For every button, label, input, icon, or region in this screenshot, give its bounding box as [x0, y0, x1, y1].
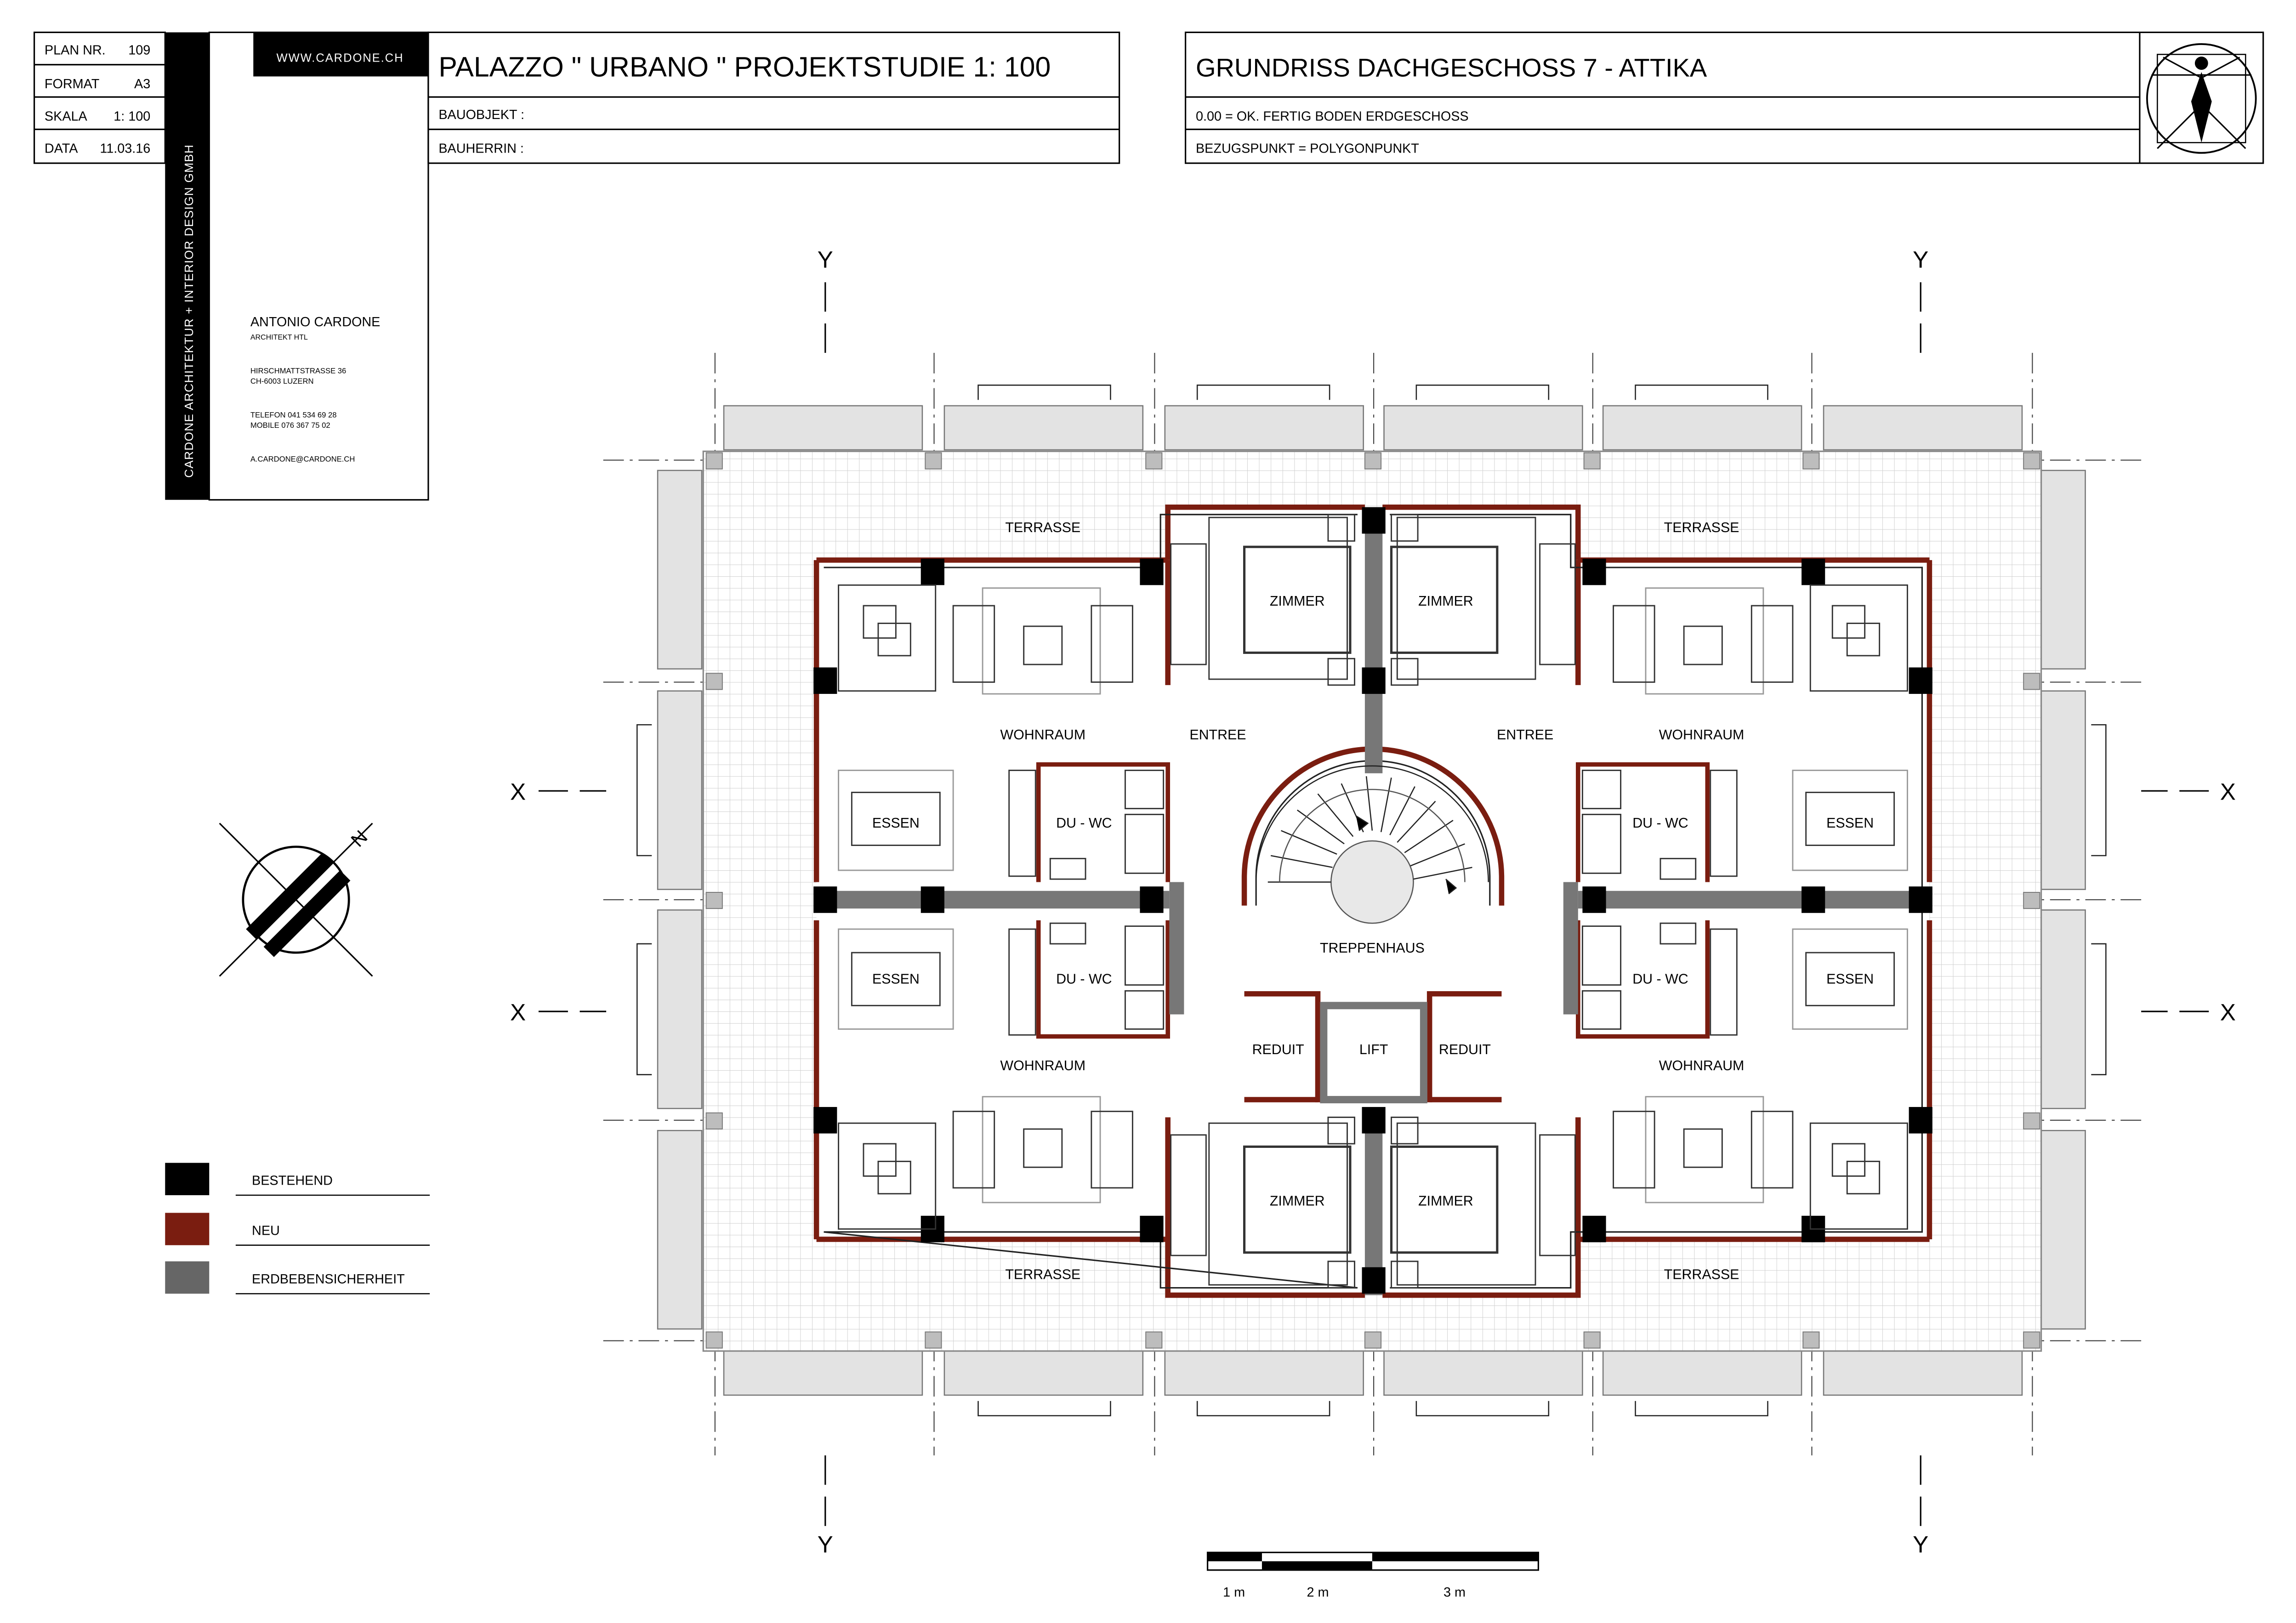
- plan-title: GRUNDRISS DACHGESCHOSS 7 - ATTIKA: [1196, 53, 1707, 82]
- room-label-treppenhaus: TREPPENHAUS: [1320, 940, 1425, 956]
- contact-street: HIRSCHMATTSTRASSE 36: [250, 367, 346, 375]
- legend: BESTEHEND NEU ERDBEBENSICHERHEIT: [165, 1163, 430, 1294]
- axis-y-label: Y: [818, 1531, 833, 1557]
- room-label-du-wc: DU - WC: [1632, 971, 1688, 987]
- plan-nr-label: PLAN NR.: [45, 43, 106, 57]
- project-box: PALAZZO " URBANO " PROJEKTSTUDIE 1: 100 …: [427, 31, 1120, 164]
- room-label-du-wc: DU - WC: [1056, 815, 1112, 831]
- room-label-terrasse: TERRASSE: [1005, 520, 1080, 535]
- living-furniture: [838, 584, 1908, 1230]
- skala-label: SKALA: [45, 109, 88, 124]
- contact-city: CH-6003 LUZERN: [250, 377, 314, 386]
- facade-panels: [657, 405, 2086, 1396]
- info-box: PLAN NR. 109 FORMAT A3 SKALA 1: 100 DATA…: [33, 31, 166, 164]
- legend-swatch-neu: [165, 1213, 210, 1245]
- north-arrow-icon: N: [219, 823, 373, 977]
- vitruvian-logo-icon: [2146, 43, 2257, 154]
- room-label-zimmer: ZIMMER: [1418, 1193, 1473, 1209]
- contact-box: WWW.CARDONE.CH ANTONIO CARDONE ARCHITEKT…: [208, 31, 429, 501]
- axis-y-label: Y: [1913, 1531, 1928, 1557]
- room-label-wohnraum: WOHNRAUM: [1000, 727, 1085, 743]
- room-label-zimmer: ZIMMER: [1270, 593, 1325, 609]
- contact-email: A.CARDONE@CARDONE.CH: [250, 455, 355, 464]
- sunshade-outlines: [636, 384, 2107, 1417]
- room-label-essen: ESSEN: [1826, 815, 1874, 831]
- project-title: PALAZZO " URBANO " PROJEKTSTUDIE 1: 100: [438, 51, 1051, 82]
- contact-name: ANTONIO CARDONE: [250, 315, 381, 329]
- scale-label: 2 m: [1307, 1585, 1329, 1600]
- room-label-essen: ESSEN: [1826, 971, 1874, 987]
- company-name: CARDONE ARCHITEKTUR + INTERIOR DESIGN GM…: [182, 144, 196, 478]
- axis-x-label: X: [510, 778, 526, 805]
- axis-markers: Y Y Y Y X X X X: [510, 246, 2236, 1557]
- room-label-entree: ENTREE: [1189, 727, 1246, 743]
- data-value: 11.03.16: [100, 142, 150, 156]
- floor-plan: TERRASSE TERRASSE TERRASSE TERRASSE ZIMM…: [636, 384, 2107, 1417]
- axis-y-label: Y: [1913, 246, 1928, 272]
- contact-title: ARCHITEKT HTL: [250, 334, 308, 341]
- legend-swatch-erdbeben: [165, 1261, 210, 1294]
- format-value: A3: [134, 77, 150, 91]
- room-label-terrasse: TERRASSE: [1664, 1266, 1739, 1282]
- axis-x-label: X: [2220, 999, 2236, 1025]
- plan-title-box: GRUNDRISS DACHGESCHOSS 7 - ATTIKA 0.00 =…: [1184, 31, 2264, 164]
- website: WWW.CARDONE.CH: [277, 51, 404, 64]
- data-label: DATA: [45, 142, 78, 156]
- room-labels: TERRASSE TERRASSE TERRASSE TERRASSE ZIMM…: [872, 520, 1874, 1282]
- room-label-wohnraum: WOHNRAUM: [1659, 727, 1745, 743]
- scale-label: 3 m: [1444, 1585, 1466, 1600]
- room-label-du-wc: DU - WC: [1632, 815, 1688, 831]
- room-label-zimmer: ZIMMER: [1270, 1193, 1325, 1209]
- legend-label: NEU: [252, 1223, 280, 1238]
- axis-x-label: X: [2220, 778, 2236, 805]
- seismic-walls: [816, 507, 1930, 1295]
- north-label: N: [347, 826, 371, 851]
- room-label-reduit: REDUIT: [1439, 1042, 1491, 1057]
- level-note: 0.00 = OK. FERTIG BODEN ERDGESCHOSS: [1196, 109, 1469, 124]
- skala-value: 1: 100: [114, 109, 150, 124]
- contact-telefon: TELEFON 041 534 69 28: [250, 411, 337, 420]
- columns: [705, 452, 2040, 1349]
- room-label-terrasse: TERRASSE: [1664, 520, 1739, 535]
- plan-nr-value: 109: [128, 43, 150, 57]
- room-label-entree: ENTREE: [1497, 727, 1553, 743]
- company-strip: [165, 32, 210, 500]
- room-label-essen: ESSEN: [872, 815, 920, 831]
- bauherrin-label: BAUHERRIN :: [438, 142, 524, 156]
- bezugspunkt-note: BEZUGSPUNKT = POLYGONPUNKT: [1196, 142, 1419, 156]
- bauobjekt-label: BAUOBJEKT :: [438, 108, 524, 122]
- staircase: [1255, 765, 1489, 924]
- room-label-zimmer: ZIMMER: [1418, 593, 1473, 609]
- axis-x-label: X: [510, 999, 526, 1025]
- room-label-essen: ESSEN: [872, 971, 920, 987]
- format-label: FORMAT: [45, 77, 99, 91]
- bedroom-furniture: [1170, 514, 1576, 1289]
- legend-label: ERDBEBENSICHERHEIT: [252, 1272, 405, 1287]
- legend-label: BESTEHEND: [252, 1174, 333, 1188]
- room-label-wohnraum: WOHNRAUM: [1000, 1058, 1085, 1073]
- scale-label: 1 m: [1223, 1585, 1245, 1600]
- axis-y-label: Y: [818, 246, 833, 272]
- scale-bar: 1 m 2 m 3 m: [1206, 1551, 1540, 1600]
- room-label-terrasse: TERRASSE: [1005, 1266, 1080, 1282]
- room-label-du-wc: DU - WC: [1056, 971, 1112, 987]
- room-label-wohnraum: WOHNRAUM: [1659, 1058, 1745, 1073]
- room-label-lift: LIFT: [1359, 1042, 1388, 1057]
- legend-swatch-bestehend: [165, 1163, 210, 1196]
- existing-columns: [813, 507, 1932, 1294]
- room-label-reduit: REDUIT: [1252, 1042, 1304, 1057]
- contact-mobile: MOBILE 076 367 75 02: [250, 421, 330, 430]
